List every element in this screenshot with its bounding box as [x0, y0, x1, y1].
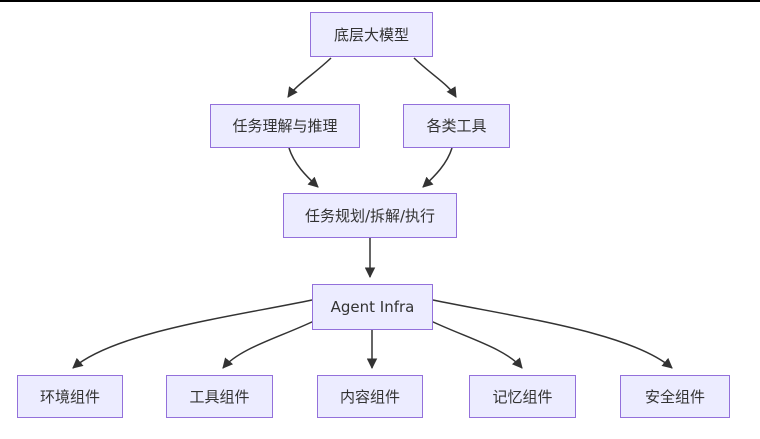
node-memory-component: 记忆组件: [469, 375, 576, 418]
edge-agent-infra-to-security-component: [432, 299, 673, 369]
node-task-planning: 任务规划/拆解/执行: [283, 193, 457, 238]
edge-agent-infra-to-env-component: [72, 299, 313, 369]
top-border-line: [0, 0, 760, 2]
node-security-component: 安全组件: [620, 375, 730, 418]
edge-base-model-to-task-understanding: [287, 57, 332, 98]
node-agent-infra: Agent Infra: [312, 284, 433, 330]
node-task-understanding: 任务理解与推理: [210, 104, 360, 148]
node-tools: 各类工具: [403, 104, 510, 148]
node-tool-component: 工具组件: [166, 375, 273, 418]
node-base-model: 底层大模型: [310, 12, 433, 57]
edge-base-model-to-tools: [413, 57, 457, 98]
edge-agent-infra-to-memory-component: [430, 320, 523, 369]
edge-task-understanding-to-task-planning: [288, 147, 319, 188]
edge-tools-to-task-planning: [422, 147, 453, 188]
node-env-component: 环境组件: [17, 375, 123, 418]
edge-agent-infra-to-tool-component: [222, 320, 315, 369]
node-content-component: 内容组件: [317, 375, 423, 418]
